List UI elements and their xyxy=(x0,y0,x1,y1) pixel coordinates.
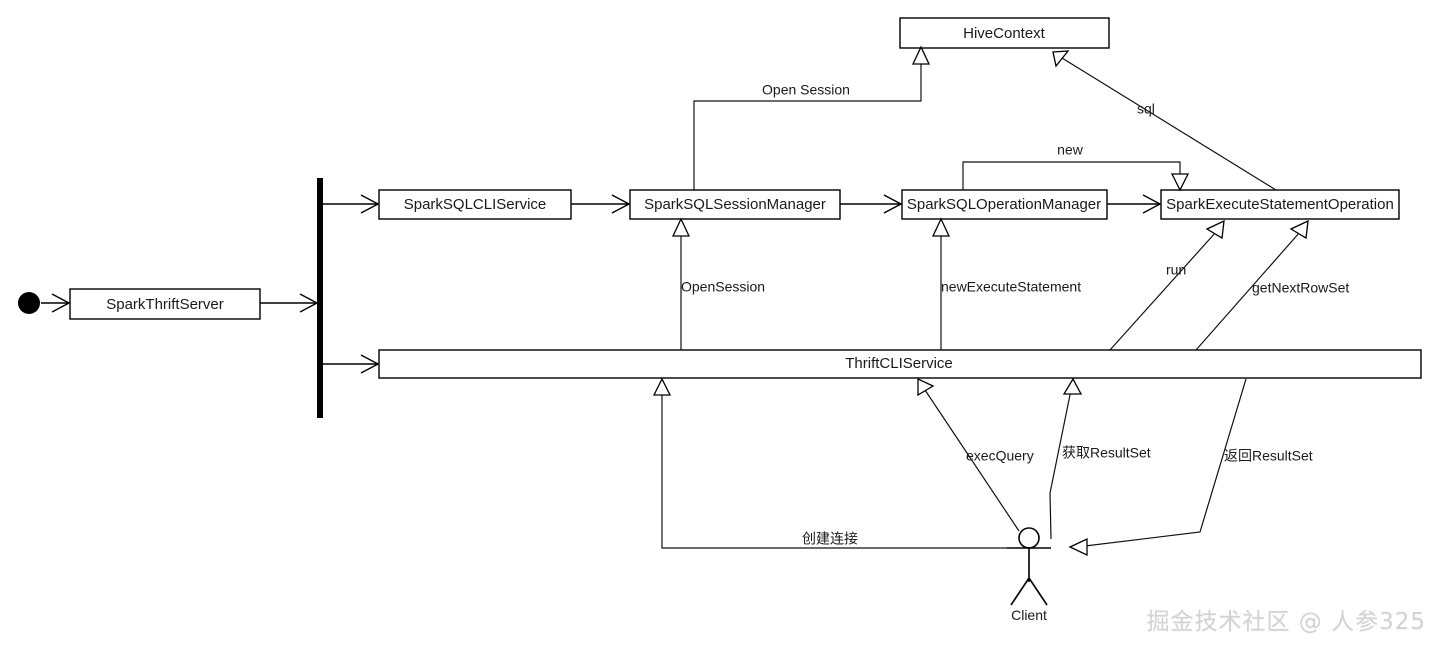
node-spark-sql-operation-manager-label: SparkSQLOperationManager xyxy=(907,196,1101,213)
node-spark-execute-statement-operation-label: SparkExecuteStatementOperation xyxy=(1166,196,1394,213)
node-hive-context-label: HiveContext xyxy=(963,25,1046,42)
node-spark-sql-cli-service-label: SparkSQLCLIService xyxy=(404,196,547,213)
node-thrift-cli-service-label: ThriftCLIService xyxy=(845,355,953,372)
node-client-actor[interactable]: Client xyxy=(1007,527,1051,623)
edge-cli-service-to-session-manager xyxy=(571,194,631,214)
edge-fetch-result-set: 获取ResultSet xyxy=(1049,377,1151,540)
edge-open-session: Open Session xyxy=(693,45,931,190)
edge-run: run xyxy=(1109,219,1225,351)
node-spark-sql-session-manager-label: SparkSQLSessionManager xyxy=(644,196,826,213)
node-thrift-cli-service[interactable]: ThriftCLIService xyxy=(378,349,1422,379)
edge-fork-to-thrift-cli-service xyxy=(323,354,380,374)
edge-open-session-2-label: OpenSession xyxy=(681,279,765,295)
node-client-actor-label: Client xyxy=(1011,607,1047,623)
watermark-text: 掘金技术社区 @ 人参325 xyxy=(1146,609,1426,635)
edge-fetch-result-set-label: 获取ResultSet xyxy=(1062,445,1151,461)
node-initial-start xyxy=(18,292,40,314)
edge-new-execute-statement-label: newExecuteStatement xyxy=(941,279,1081,295)
edge-exec-query-label: execQuery xyxy=(966,448,1034,464)
node-spark-thrift-server-label: SparkThriftServer xyxy=(106,296,224,313)
edge-create-connection-label: 创建连接 xyxy=(802,531,858,547)
edge-create-connection: 创建连接 xyxy=(652,377,1007,549)
edge-sql-label: sql xyxy=(1137,101,1155,117)
edge-exec-query: execQuery xyxy=(917,377,1034,532)
node-spark-sql-session-manager[interactable]: SparkSQLSessionManager xyxy=(629,189,841,220)
edge-get-next-row-set-label: getNextRowSet xyxy=(1252,280,1349,296)
edge-open-session-label: Open Session xyxy=(762,82,850,98)
edge-return-result-set-label: 返回ResultSet xyxy=(1224,448,1313,464)
edge-session-manager-to-operation-manager xyxy=(840,194,903,214)
edge-fork-to-spark-sql-cli-service xyxy=(323,194,380,214)
edge-new-execute-statement: newExecuteStatement xyxy=(931,217,1081,350)
node-spark-execute-statement-operation[interactable]: SparkExecuteStatementOperation xyxy=(1160,189,1400,220)
edge-return-result-set: 返回ResultSet xyxy=(1068,378,1313,557)
edge-sql: sql xyxy=(1052,50,1277,191)
edge-start-to-spark-thrift-server xyxy=(41,293,71,313)
edge-operation-manager-to-execute-statement xyxy=(1107,194,1162,214)
node-fork-bar xyxy=(317,178,323,418)
edge-new: new xyxy=(962,142,1190,192)
node-spark-sql-cli-service[interactable]: SparkSQLCLIService xyxy=(378,189,572,220)
edge-run-label: run xyxy=(1166,262,1186,278)
edge-spark-thrift-server-to-fork xyxy=(260,293,319,313)
edge-get-next-row-set: getNextRowSet xyxy=(1195,219,1349,351)
edge-new-label: new xyxy=(1057,142,1084,158)
node-spark-thrift-server[interactable]: SparkThriftServer xyxy=(69,288,261,320)
node-spark-sql-operation-manager[interactable]: SparkSQLOperationManager xyxy=(901,189,1108,220)
node-hive-context[interactable]: HiveContext xyxy=(899,17,1110,49)
edge-open-session-2: OpenSession xyxy=(671,217,765,350)
